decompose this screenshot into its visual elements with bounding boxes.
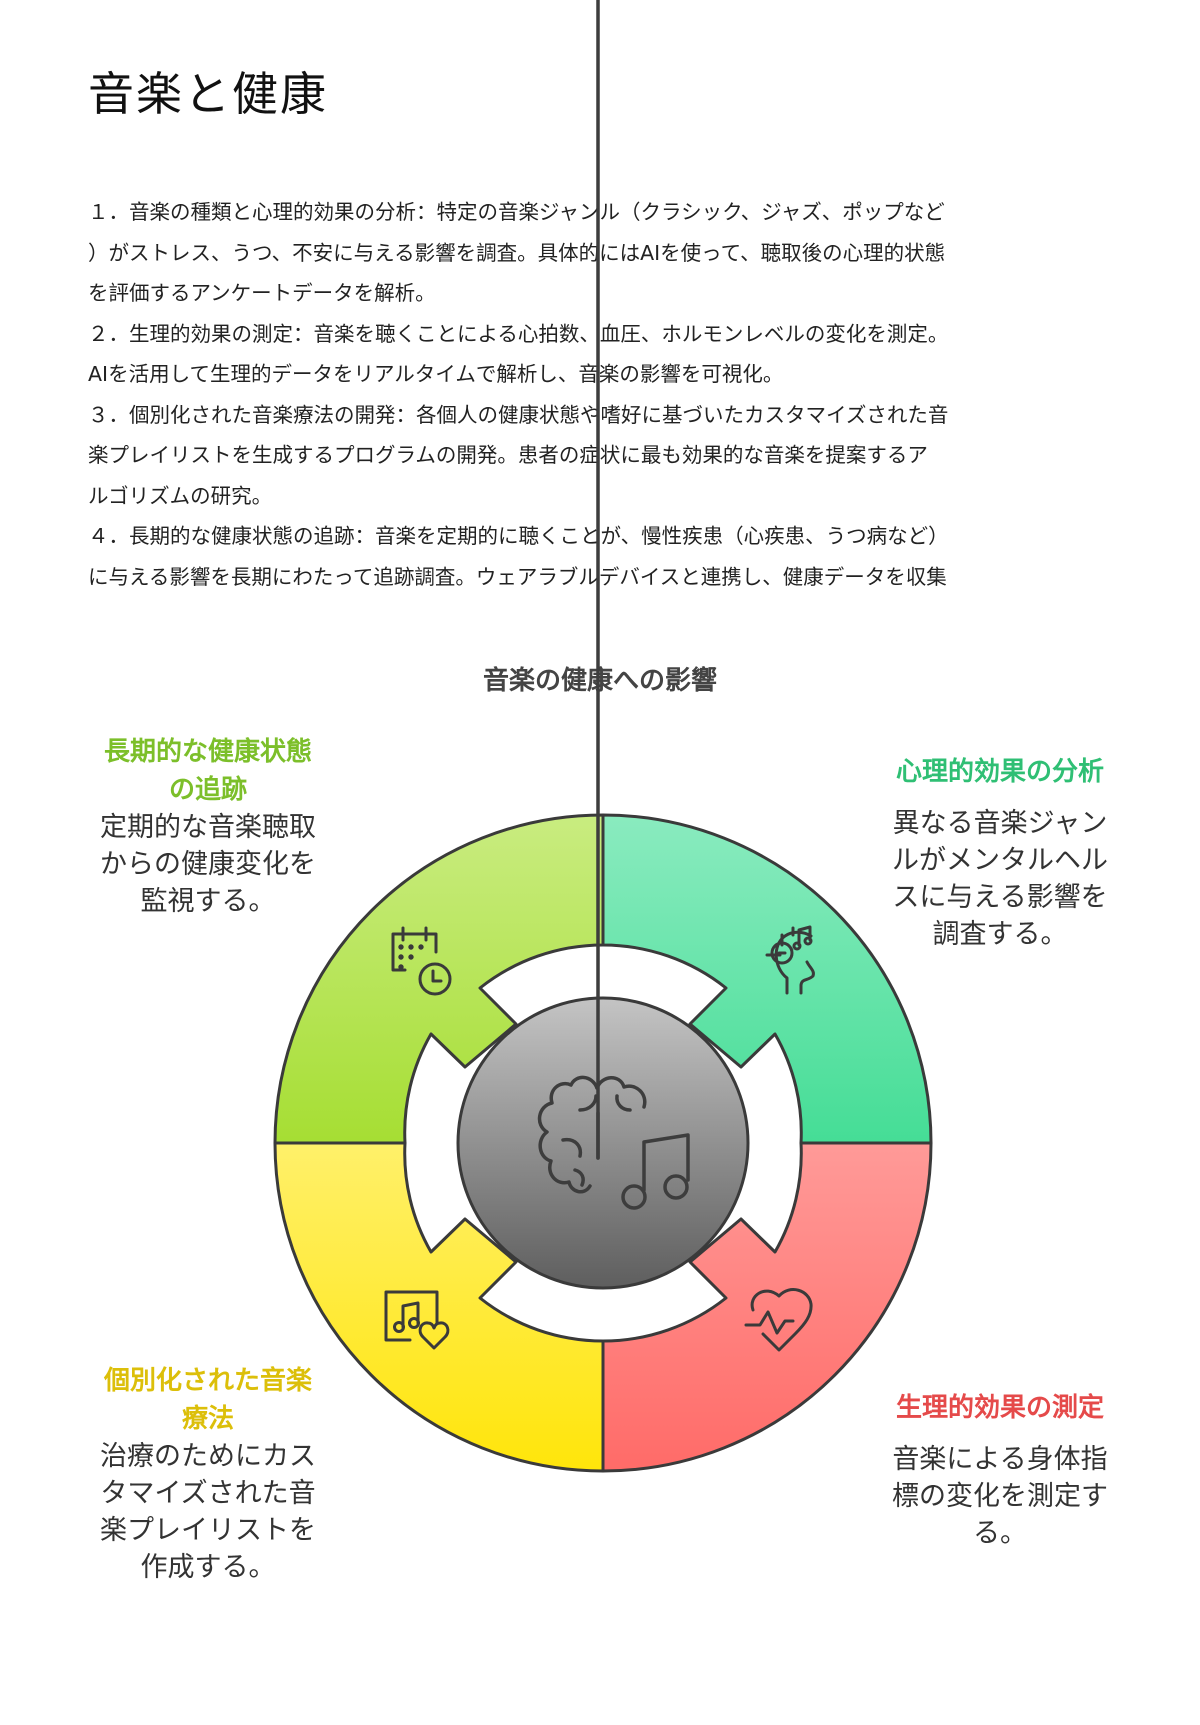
body-line: ルゴリズムの研究。	[88, 483, 273, 508]
label-desc-line: 監視する。	[140, 886, 276, 917]
body-line: １．音楽の種類と心理的効果の分析：特定の音楽ジャンル（クラシック、ジャズ、ポップ…	[88, 200, 945, 224]
calendar-clock-icon	[391, 926, 452, 996]
body-line: AIを活用して生理的データをリアルタイムで解析し、音楽の影響を可視化。	[88, 362, 784, 386]
body-line: に与える影響を長期にわたって追跡調査。ウェアラブルデバイスと連携し、健康データを…	[88, 564, 947, 589]
label-desc-line: 調査する。	[932, 919, 1068, 950]
body-line: ３．個別化された音楽療法の開発：各個人の健康状態や嗜好に基づいたカスタマイズされ…	[88, 402, 949, 427]
heart-pulse-icon	[744, 1288, 813, 1352]
segment-psychological-effects[interactable]	[601, 813, 933, 1145]
label-psychological-effects: 心理的効果の分析 異なる音楽ジャン ルがメンタルヘル スに与える影響を 調査する…	[870, 753, 1130, 953]
body-line: ）がストレス、うつ、不安に与える影響を調査。具体的にはAIを使って、聴取後の心理…	[88, 240, 946, 265]
label-physiological-effects: 生理的効果の測定 音楽による身体指 標の変化を測定す る。	[870, 1389, 1130, 1552]
headphones-head-music-icon	[765, 925, 815, 995]
music-playlist-heart-icon	[384, 1290, 450, 1350]
body-line: ４．長期的な健康状態の追跡：音楽を定期的に聴くことが、慢性疾患（心疾患、うつ病な…	[88, 524, 949, 548]
label-desc-line: 異なる音楽ジャン	[892, 808, 1108, 839]
segment-personalized-therapy[interactable]	[273, 1141, 605, 1473]
label-title-line: 長期的な健康状態	[103, 737, 312, 767]
label-desc-line: 楽プレイリストを	[100, 1515, 316, 1546]
label-title-line: 生理的効果の測定	[895, 1393, 1104, 1423]
body-line: を評価するアンケートデータを解析。	[88, 281, 436, 305]
label-desc-line: る。	[973, 1518, 1027, 1549]
label-desc-line: スに与える影響を	[892, 882, 1108, 913]
brain-music-icon	[537, 0, 690, 1210]
label-personalized-therapy: 個別化された音楽 療法 治療のためにカス タマイズされた音 楽プレイリストを 作…	[78, 1362, 338, 1586]
label-title-line: 療法	[181, 1404, 234, 1434]
diagram-title: 音楽の健康への影響	[482, 666, 717, 696]
label-title-line: の追跡	[168, 775, 247, 805]
body-line: ２．生理的効果の測定：音楽を聴くことによる心拍数、血圧、ホルモンレベルの変化を測…	[88, 321, 949, 346]
body-line: 楽プレイリストを生成するプログラムの開発。患者の症状に最も効果的な音楽を提案する…	[88, 443, 928, 467]
label-desc-line: 音楽による身体指	[892, 1444, 1108, 1475]
center-hub	[456, 996, 750, 1290]
segment-long-term-tracking[interactable]	[273, 813, 605, 1145]
label-desc-line: からの健康変化を	[100, 849, 316, 880]
label-desc-line: 治療のためにカス	[100, 1441, 316, 1472]
label-title-line: 心理的効果の分析	[895, 757, 1104, 787]
label-desc-line: 作成する。	[140, 1552, 276, 1583]
label-desc-line: ルがメンタルヘル	[892, 845, 1108, 876]
label-desc-line: 定期的な音楽聴取	[100, 812, 316, 843]
label-long-term-tracking: 長期的な健康状態 の追跡 定期的な音楽聴取 からの健康変化を 監視する。	[78, 733, 338, 920]
label-desc-line: タマイズされた音	[100, 1478, 316, 1509]
segment-physiological-effects[interactable]	[601, 1141, 933, 1473]
body-text: １．音楽の種類と心理的効果の分析：特定の音楽ジャンル（クラシック、ジャズ、ポップ…	[88, 192, 1128, 597]
page-title: 音楽と健康	[88, 67, 328, 121]
label-title-line: 個別化された音楽	[103, 1366, 312, 1396]
label-desc-line: 標の変化を測定す	[892, 1481, 1108, 1512]
